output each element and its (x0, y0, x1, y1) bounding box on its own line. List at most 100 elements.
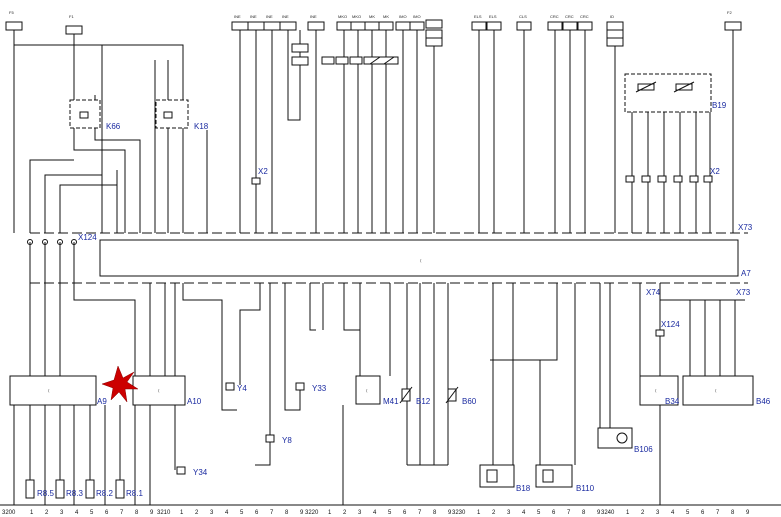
ruler-digit: 4 (373, 510, 377, 516)
ruler-digit: 4 (225, 510, 229, 516)
ruler-digit: 6 (701, 510, 705, 516)
svg-text:R8.5: R8.5 (37, 489, 54, 498)
relay-k66: K66 (69, 99, 121, 131)
ruler-digit: 8 (731, 510, 735, 516)
svg-text:3200: 3200 (2, 510, 16, 516)
svg-text:B12: B12 (416, 397, 431, 406)
svg-text:⟨: ⟨ (420, 258, 422, 263)
valve-y33: Y33 (295, 382, 327, 393)
svg-text:A9: A9 (97, 397, 107, 406)
svg-text:B19: B19 (712, 101, 727, 110)
valve-y34: Y34 (176, 466, 208, 477)
ruler-digit: 2 (195, 510, 199, 516)
ruler-digit: 2 (641, 510, 645, 516)
svg-text:ID: ID (610, 14, 614, 19)
sensor-b19: X2 B19 (624, 73, 727, 113)
svg-text:X124: X124 (78, 233, 97, 242)
connector-x124-right: X124 (655, 320, 680, 337)
svg-text:X2: X2 (710, 167, 720, 176)
ruler-digit: 2 (492, 510, 496, 516)
svg-text:INE: INE (266, 14, 273, 19)
svg-text:⟨: ⟨ (48, 388, 50, 393)
sensor-b110: B110 (535, 464, 595, 493)
ruler-digit: 7 (418, 510, 422, 516)
svg-text:INE: INE (234, 14, 241, 19)
svg-text:ELS: ELS (474, 14, 482, 19)
resistor-r8-1: R8.1 (115, 479, 143, 499)
sensor-b46: ⟨ B46 (682, 375, 771, 406)
resistor-r8-2: R8.2 (85, 479, 113, 499)
connector-x2-right: X2 (625, 167, 720, 183)
ruler-digit: 2 (343, 510, 347, 516)
svg-text:MK: MK (369, 14, 375, 19)
ruler-digit: 1 (328, 510, 332, 516)
sensor-b12: B12 (399, 386, 431, 406)
svg-text:INE: INE (250, 14, 257, 19)
ruler-digit: 5 (686, 510, 690, 516)
svg-text:3240: 3240 (601, 510, 615, 516)
ruler-digit: 9 (150, 510, 154, 516)
ruler-digit: 3 (358, 510, 362, 516)
motor-m41: ⟨ M41 (355, 375, 399, 406)
ruler-digit: 2 (45, 510, 49, 516)
valve-y8: Y8 (265, 434, 292, 445)
svg-text:A10: A10 (187, 397, 202, 406)
svg-text:⟨: ⟨ (715, 388, 717, 393)
svg-text:R8.2: R8.2 (96, 489, 113, 498)
svg-text:CRC: CRC (550, 14, 559, 19)
module-a9: ⟨ A9 (9, 375, 107, 406)
ruler-digit: 1 (30, 510, 34, 516)
ruler-digit: 1 (180, 510, 184, 516)
ruler-digit: 8 (135, 510, 139, 516)
svg-text:R8.3: R8.3 (66, 489, 83, 498)
ruler-digit: 7 (120, 510, 124, 516)
svg-text:M41: M41 (383, 397, 399, 406)
svg-text:X73: X73 (736, 288, 751, 297)
svg-text:⟨: ⟨ (655, 388, 657, 393)
ruler-digit: 6 (403, 510, 407, 516)
terminal-group-crc: CRC CRC CRC (547, 14, 593, 31)
svg-text:CLS: CLS (519, 14, 527, 19)
svg-text:A7: A7 (741, 269, 751, 278)
svg-text:INE: INE (310, 14, 317, 19)
ruler-digit: 8 (285, 510, 289, 516)
svg-text:⟨: ⟨ (366, 388, 368, 393)
resistor-r8-3: R8.3 (55, 479, 83, 499)
ruler-digit: 8 (433, 510, 437, 516)
svg-text:IMO: IMO (413, 14, 421, 19)
ruler-digit: 3 (507, 510, 511, 516)
top-terminals: F5 F1 INE INE INE INE INE (5, 10, 742, 233)
sensor-b18: B18 (479, 464, 531, 493)
svg-text:CRC: CRC (565, 14, 574, 19)
module-a10: ⟨ A10 (132, 375, 202, 406)
svg-text:MKO: MKO (338, 14, 347, 19)
svg-text:B110: B110 (576, 484, 595, 493)
sensor-b106: B106 (597, 427, 653, 454)
ruler-digit: 5 (388, 510, 392, 516)
ruler-digit: 5 (90, 510, 94, 516)
svg-text:B34: B34 (665, 397, 680, 406)
relay-k18: K18 (155, 99, 209, 131)
ruler-digit: 4 (671, 510, 675, 516)
svg-text:3230: 3230 (452, 510, 466, 516)
ruler-digit: 7 (716, 510, 720, 516)
svg-text:X74: X74 (646, 288, 661, 297)
sensor-b60: B60 (445, 386, 477, 406)
svg-text:B46: B46 (756, 397, 771, 406)
svg-text:3220: 3220 (305, 510, 319, 516)
svg-text:IMO: IMO (399, 14, 407, 19)
ruler-digit: 7 (270, 510, 274, 516)
terminal-group-els: ELS ELS CLS (471, 14, 532, 31)
svg-text:MK: MK (383, 14, 389, 19)
valve-y4: Y4 (225, 382, 247, 393)
ruler-digit: 4 (75, 510, 79, 516)
svg-text:Y33: Y33 (312, 384, 327, 393)
ruler-digit: 6 (255, 510, 259, 516)
terminal-group-ine: INE INE INE INE INE (231, 14, 325, 31)
ruler-digit: 3 (656, 510, 660, 516)
lower-wiring (13, 242, 745, 506)
sensor-b34: ⟨ B34 (639, 375, 680, 406)
